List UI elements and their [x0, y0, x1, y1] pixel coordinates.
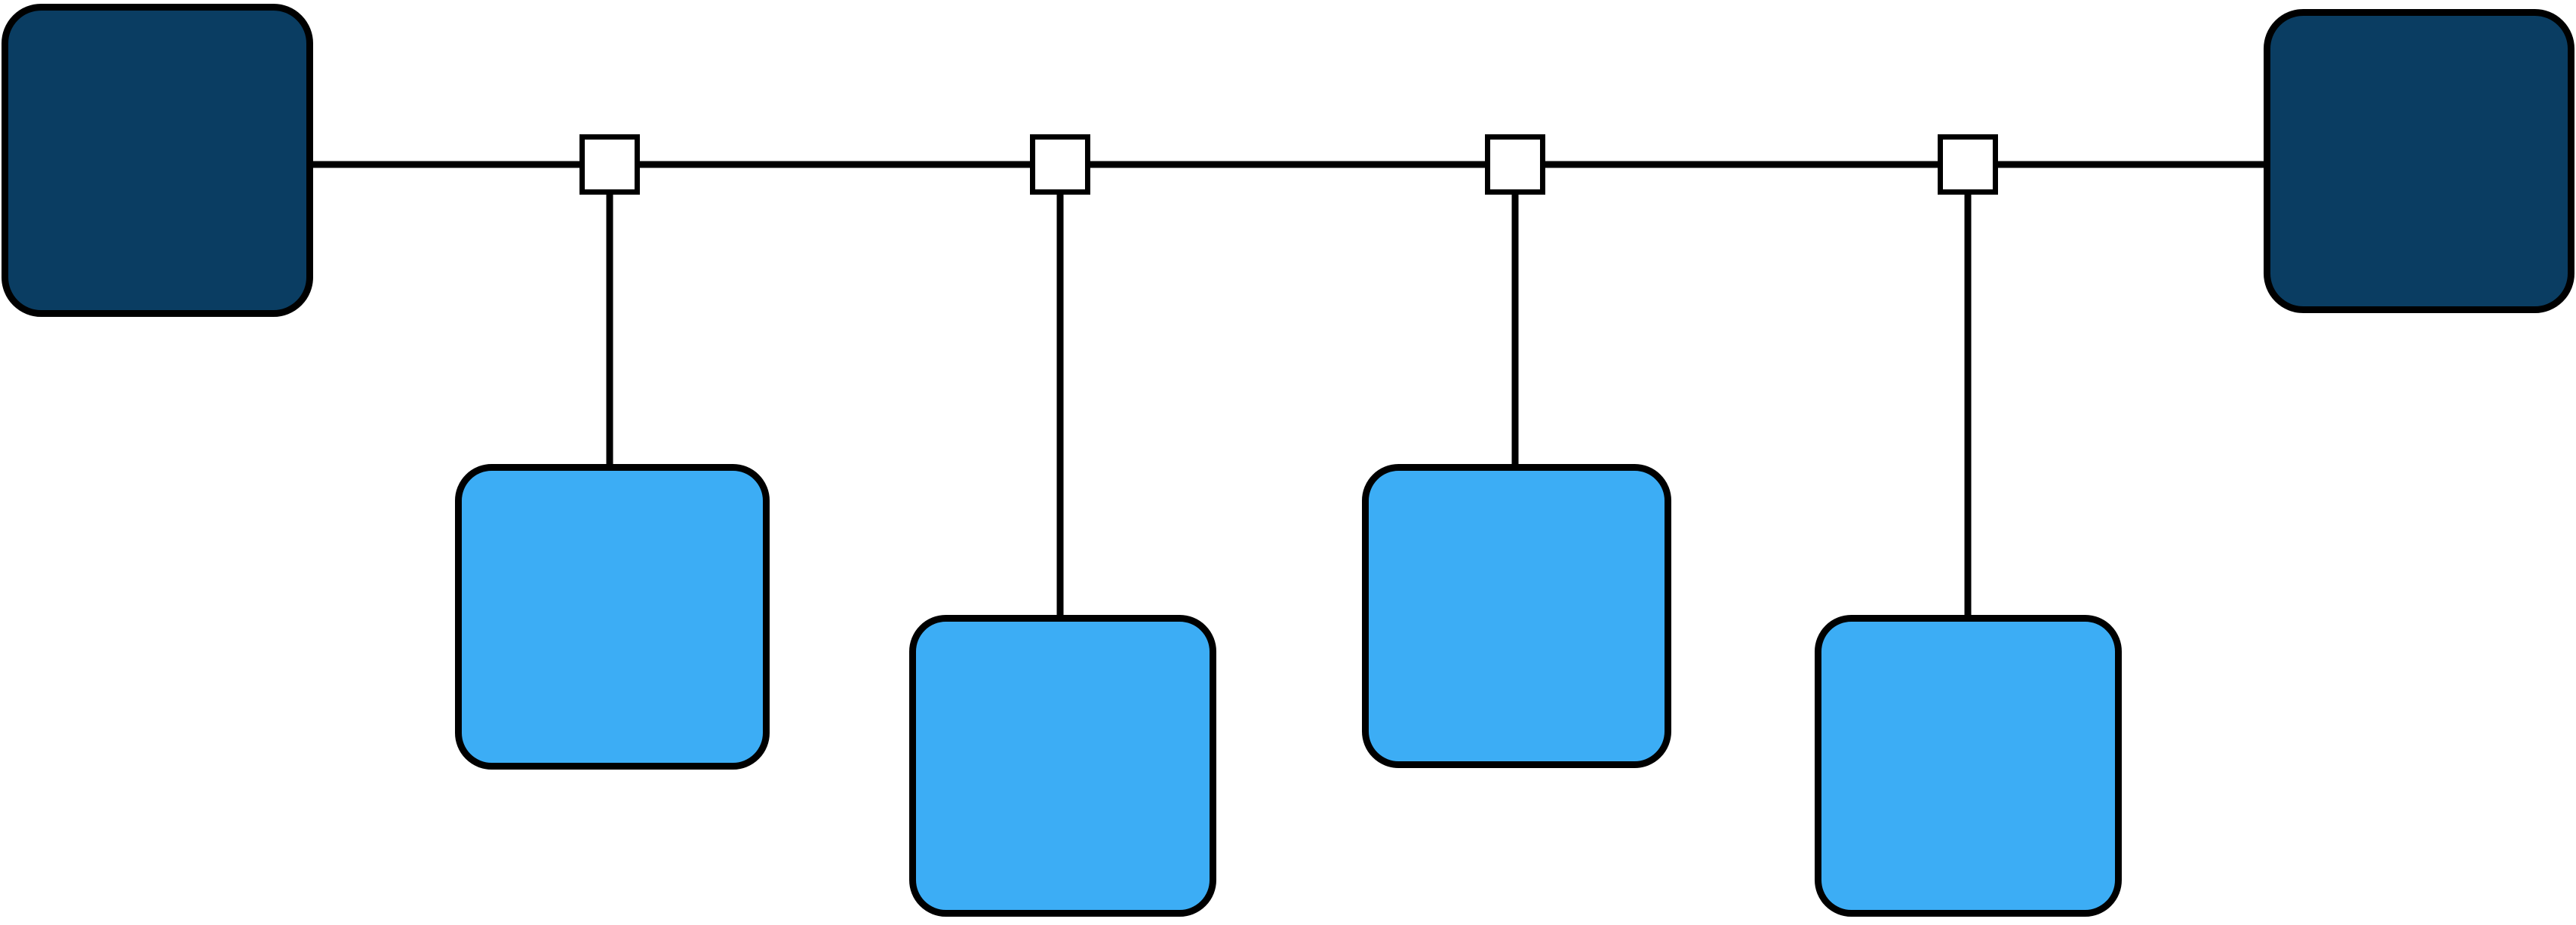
endpoint-left[interactable]: [2, 4, 313, 317]
endpoint-left-shape[interactable]: [2, 4, 313, 317]
child-node-1[interactable]: [455, 464, 770, 770]
child-node-3[interactable]: [1362, 464, 1671, 768]
child-node-4[interactable]: [1815, 615, 2122, 917]
junction-1[interactable]: [579, 134, 640, 195]
junction-4[interactable]: [1938, 134, 1998, 195]
junction-nodes-group: [579, 134, 1998, 195]
endpoint-nodes-group: [2, 4, 2574, 317]
child-node-1-shape[interactable]: [455, 464, 770, 770]
child-node-2-shape[interactable]: [909, 615, 1216, 917]
drop-lines-group: [606, 195, 1972, 619]
endpoint-right[interactable]: [2264, 9, 2574, 313]
child-nodes-group: [455, 464, 2122, 917]
junction-3[interactable]: [1485, 134, 1545, 195]
child-node-2[interactable]: [909, 615, 1216, 917]
endpoint-right-shape[interactable]: [2264, 9, 2574, 313]
junction-2[interactable]: [1030, 134, 1090, 195]
child-node-3-shape[interactable]: [1362, 464, 1671, 768]
child-node-4-shape[interactable]: [1815, 615, 2122, 917]
